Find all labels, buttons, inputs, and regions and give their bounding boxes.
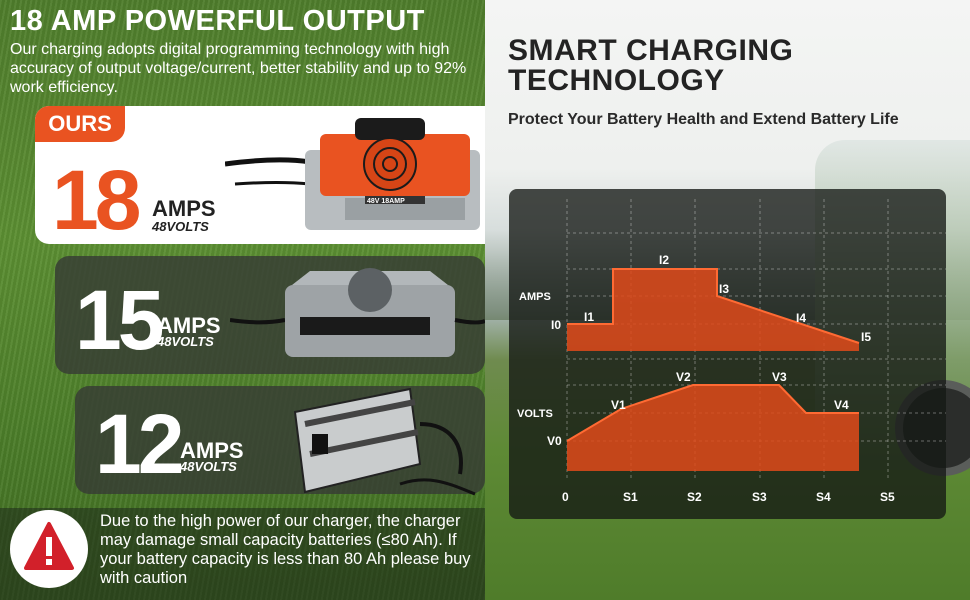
section-subtitle: Protect Your Battery Health and Extend B… — [508, 111, 899, 128]
label-i0: I0 — [551, 318, 561, 332]
warning-text: Due to the high power of our charger, th… — [100, 512, 471, 587]
label-i1: I1 — [584, 310, 594, 324]
section-title-line2: TECHNOLOGY — [508, 64, 725, 97]
amps-value-15: 15 — [75, 273, 164, 367]
label-v4: V4 — [834, 398, 849, 412]
charging-curve-chart: AMPS VOLTS I0 I1 I2 I3 I4 I5 V0 V1 V2 V3… — [517, 199, 946, 504]
description: Our charging adopts digital programming … — [10, 41, 467, 96]
volts-axis-label: VOLTS — [517, 408, 553, 420]
charger-label: 48V 18AMP — [367, 198, 405, 205]
label-i4: I4 — [796, 311, 806, 325]
label-i5: I5 — [861, 330, 871, 344]
charger-15a-image — [230, 268, 485, 357]
amps-axis-label: AMPS — [519, 291, 551, 303]
label-v2: V2 — [676, 370, 691, 384]
amps-value-18: 18 — [52, 153, 141, 247]
amps-value-12: 12 — [95, 397, 184, 491]
x-tick-s3: S3 — [752, 490, 767, 504]
volts-label-12: 48VOLTS — [180, 459, 237, 474]
x-tick-s4: S4 — [816, 490, 831, 504]
section-title: SMART CHARGING TECHNOLOGY — [508, 36, 793, 96]
x-tick-s5: S5 — [880, 490, 895, 504]
x-tick-s2: S2 — [687, 490, 702, 504]
current-area — [567, 269, 859, 351]
charger-12a-image — [293, 387, 476, 496]
voltage-line — [566, 384, 859, 442]
x-tick-0: 0 — [562, 490, 569, 504]
charger-18a-image: 48V 18AMP — [225, 118, 480, 230]
amps-unit-15: AMPS — [157, 313, 221, 338]
ours-tag: OURS — [35, 106, 125, 142]
volts-label-15: 48VOLTS — [157, 334, 214, 349]
label-v3: V3 — [772, 370, 787, 384]
current-line — [567, 268, 860, 344]
amps-unit: AMPS — [152, 196, 216, 221]
amps-unit-12: AMPS — [180, 438, 244, 463]
section-title-line1: SMART CHARGING — [508, 34, 794, 67]
x-tick-s1: S1 — [623, 490, 638, 504]
label-i2: I2 — [659, 253, 669, 267]
volts-label: 48VOLTS — [152, 219, 209, 234]
label-v0: V0 — [547, 434, 562, 448]
label-v1: V1 — [611, 398, 626, 412]
warning-icon — [24, 522, 74, 570]
label-i3: I3 — [719, 282, 729, 296]
voltage-area — [567, 385, 859, 471]
headline: 18 AMP POWERFUL OUTPUT — [10, 5, 425, 37]
